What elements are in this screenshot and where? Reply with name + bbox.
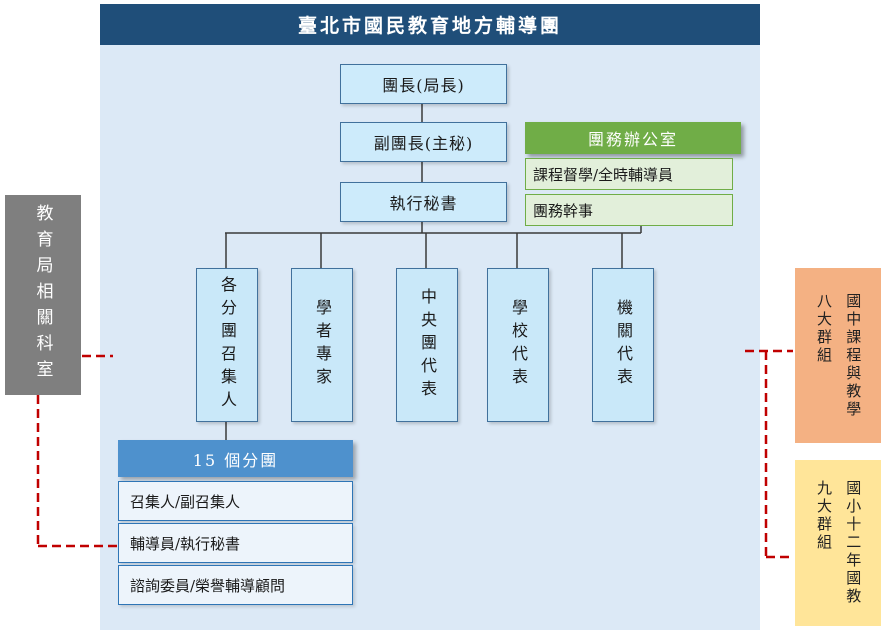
education-bureau-box: 教育局相關科室	[5, 195, 81, 395]
office-header: 團務辦公室	[525, 122, 741, 154]
office-row-staff: 團務幹事	[525, 194, 733, 226]
branch-scholars-experts: 學者專家	[291, 268, 353, 422]
subgroup-row-conveners: 召集人/副召集人	[118, 481, 353, 521]
subgroup-header: 15 個分團	[118, 440, 353, 477]
chart-title: 臺北市國民教育地方輔導團	[100, 4, 760, 45]
office-row-supervisors: 課程督學/全時輔導員	[525, 158, 733, 190]
node-team-leader: 團長(局長)	[340, 64, 507, 104]
junior-high-groups-box: 國中課程與教學 八大群組	[795, 268, 881, 443]
branch-school-reps: 學校代表	[487, 268, 549, 422]
branch-subteam-conveners: 各分團召集人	[196, 268, 258, 422]
subgroup-row-counselors: 輔導員/執行秘書	[118, 523, 353, 563]
node-executive-secretary: 執行秘書	[340, 182, 507, 222]
branch-agency-reps: 機關代表	[592, 268, 654, 422]
subgroup-row-advisors: 諮詢委員/榮譽輔導顧問	[118, 565, 353, 605]
node-deputy-leader: 副團長(主秘)	[340, 122, 507, 162]
branch-central-team-reps: 中央團代表	[396, 268, 458, 422]
elementary-groups-box: 國小十二年國教 九大群組	[795, 460, 881, 626]
